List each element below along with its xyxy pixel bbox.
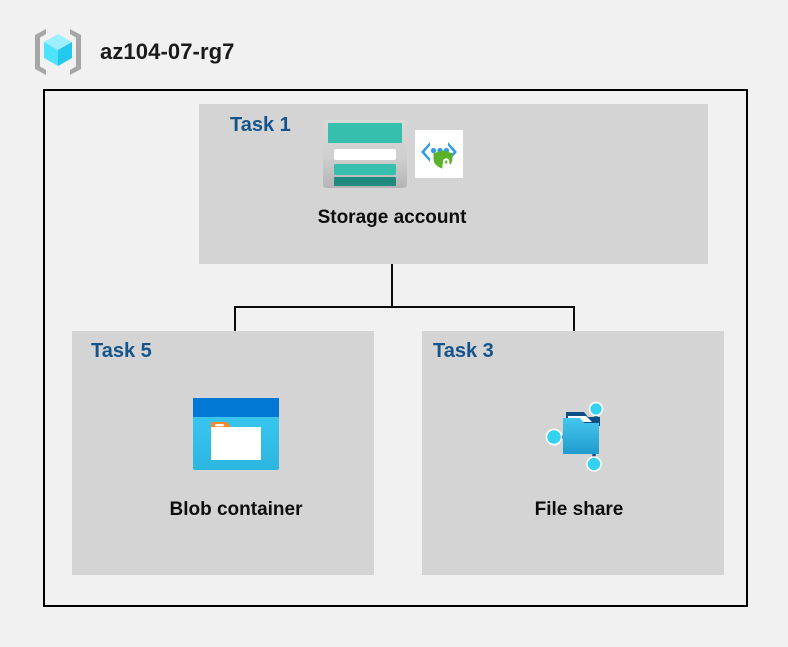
resource-group-title: az104-07-rg7 [100, 39, 235, 64]
blob-container-icon [191, 396, 281, 477]
resource-blob-container[interactable]: Blob container [153, 396, 319, 521]
task-label-1: Task 1 [230, 114, 291, 136]
file-share-icon [536, 392, 622, 481]
blob-container-caption: Blob container [169, 499, 303, 520]
file-share-icon-group [536, 392, 622, 481]
storage-account-icon [321, 118, 409, 195]
resource-file-share[interactable]: File share [519, 392, 639, 521]
task-label-5: Task 5 [91, 340, 152, 362]
task-label-3: Task 3 [433, 340, 494, 362]
storage-icon-group [321, 118, 463, 195]
resource-storage-account[interactable]: Storage account [292, 118, 492, 229]
resource-group-header: az104-07-rg7 [30, 26, 235, 78]
secure-transfer-icon [415, 130, 463, 183]
resource-group-boundary [43, 89, 748, 607]
connector-horizontal-bus [234, 306, 575, 308]
resource-group-icon [30, 26, 86, 78]
storage-account-caption: Storage account [317, 207, 467, 228]
blob-icon-group [191, 396, 281, 477]
connector-storage-trunk [391, 228, 393, 307]
file-share-caption: File share [534, 499, 624, 520]
